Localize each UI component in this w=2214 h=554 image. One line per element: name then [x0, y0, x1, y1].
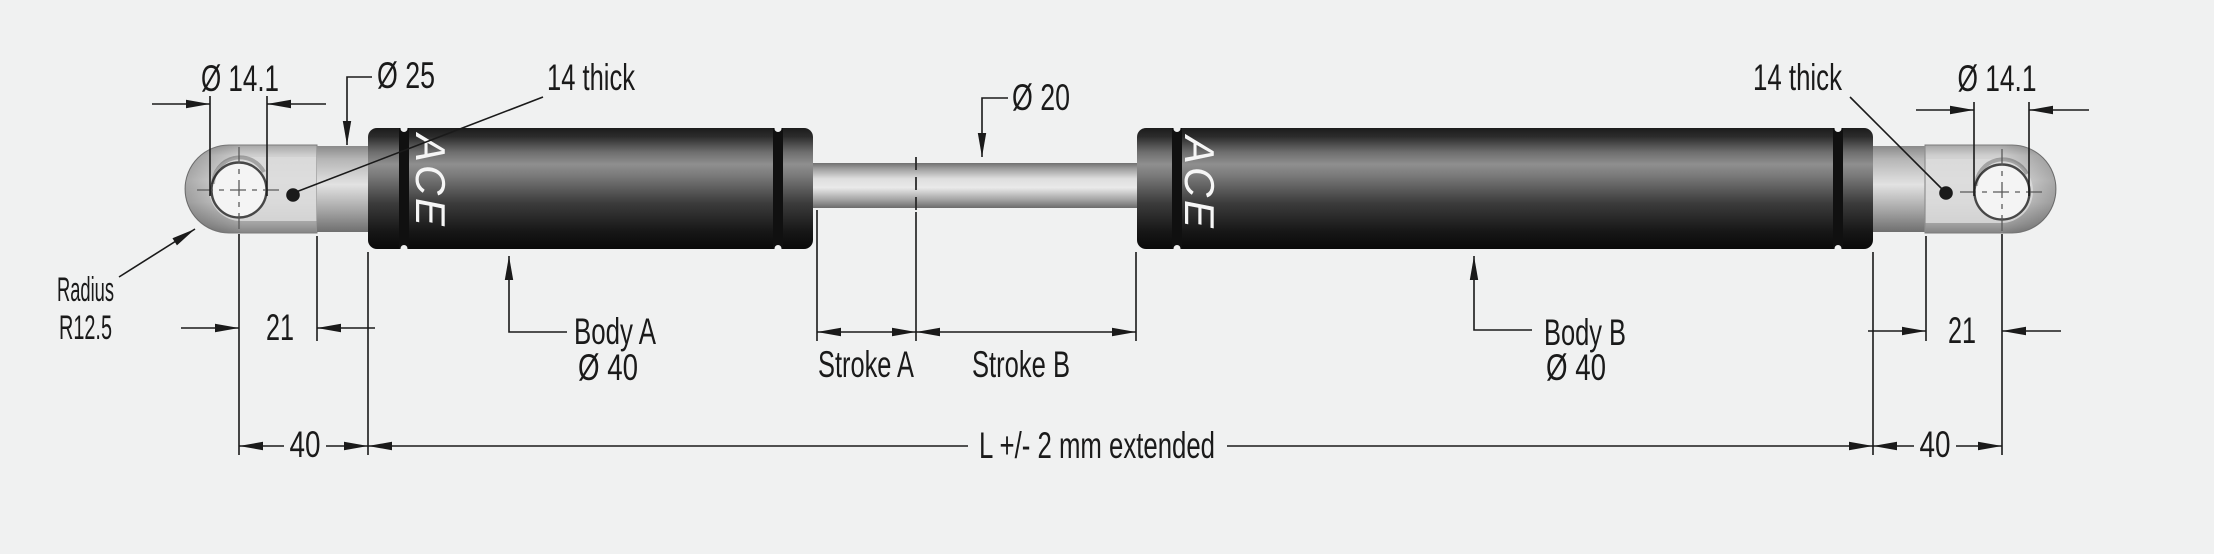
- label-rod-diameter: Ø 20: [1012, 77, 1070, 118]
- body-a-tube: [368, 128, 813, 249]
- label-collar-diameter: Ø 25: [377, 55, 435, 96]
- body-b-left-groove: [1172, 128, 1182, 249]
- label-radius-word: Radius: [57, 271, 114, 309]
- right-eye-hole-shadow: [1974, 157, 2029, 187]
- label-body-a: Body A: [574, 311, 656, 352]
- left-eye-hole-shadow: [211, 155, 266, 185]
- label-eye-offset-right: 21: [1948, 310, 1976, 351]
- dimension-lines: [118, 76, 2089, 455]
- label-stroke-a: Stroke A: [818, 344, 914, 385]
- body-b-cylinder: ACE: [1137, 125, 1873, 252]
- label-eye-thickness-right: 14 thick: [1753, 57, 1842, 98]
- groove-notch: [1834, 125, 1842, 132]
- dimension-labels: Ø 14.1 Ø 25 14 thick Radius R12.5 21 40 …: [57, 55, 2037, 466]
- label-eye-diameter-right: Ø 14.1: [1958, 58, 2037, 99]
- piston-rod: [790, 163, 1160, 208]
- label-total-length: L +/- 2 mm extended: [979, 425, 1215, 466]
- body-a-right-groove: [773, 128, 783, 249]
- label-eye-thickness-left: 14 thick: [547, 57, 635, 98]
- groove-notch: [774, 125, 782, 132]
- left-thickness-dot: [286, 188, 300, 202]
- groove-notch: [1173, 125, 1181, 132]
- brand-logo-body-a: ACE: [407, 131, 454, 231]
- label-body-a-diameter: Ø 40: [578, 347, 638, 388]
- body-a-left-groove: [399, 128, 409, 249]
- label-end-length-left: 40: [290, 424, 321, 465]
- label-eye-diameter-left: Ø 14.1: [201, 58, 279, 99]
- right-thickness-dot: [1939, 186, 1953, 200]
- label-body-b-diameter: Ø 40: [1546, 347, 1606, 388]
- label-body-b: Body B: [1544, 312, 1626, 353]
- left-eyelet: [184, 144, 318, 234]
- brand-logo-body-b: ACE: [1176, 133, 1223, 233]
- groove-notch: [774, 245, 782, 252]
- groove-notch: [400, 125, 408, 132]
- body-b-right-groove: [1833, 128, 1843, 249]
- left-collar: [317, 146, 368, 232]
- label-end-length-right: 40: [1920, 424, 1951, 465]
- groove-notch: [1834, 245, 1842, 252]
- body-a-cylinder: ACE: [368, 125, 813, 252]
- label-eye-offset-left: 21: [266, 307, 294, 348]
- groove-notch: [1173, 245, 1181, 252]
- label-stroke-b: Stroke B: [972, 344, 1070, 385]
- label-radius-value: R12.5: [59, 309, 112, 347]
- body-b-tube: [1137, 128, 1873, 249]
- groove-notch: [400, 245, 408, 252]
